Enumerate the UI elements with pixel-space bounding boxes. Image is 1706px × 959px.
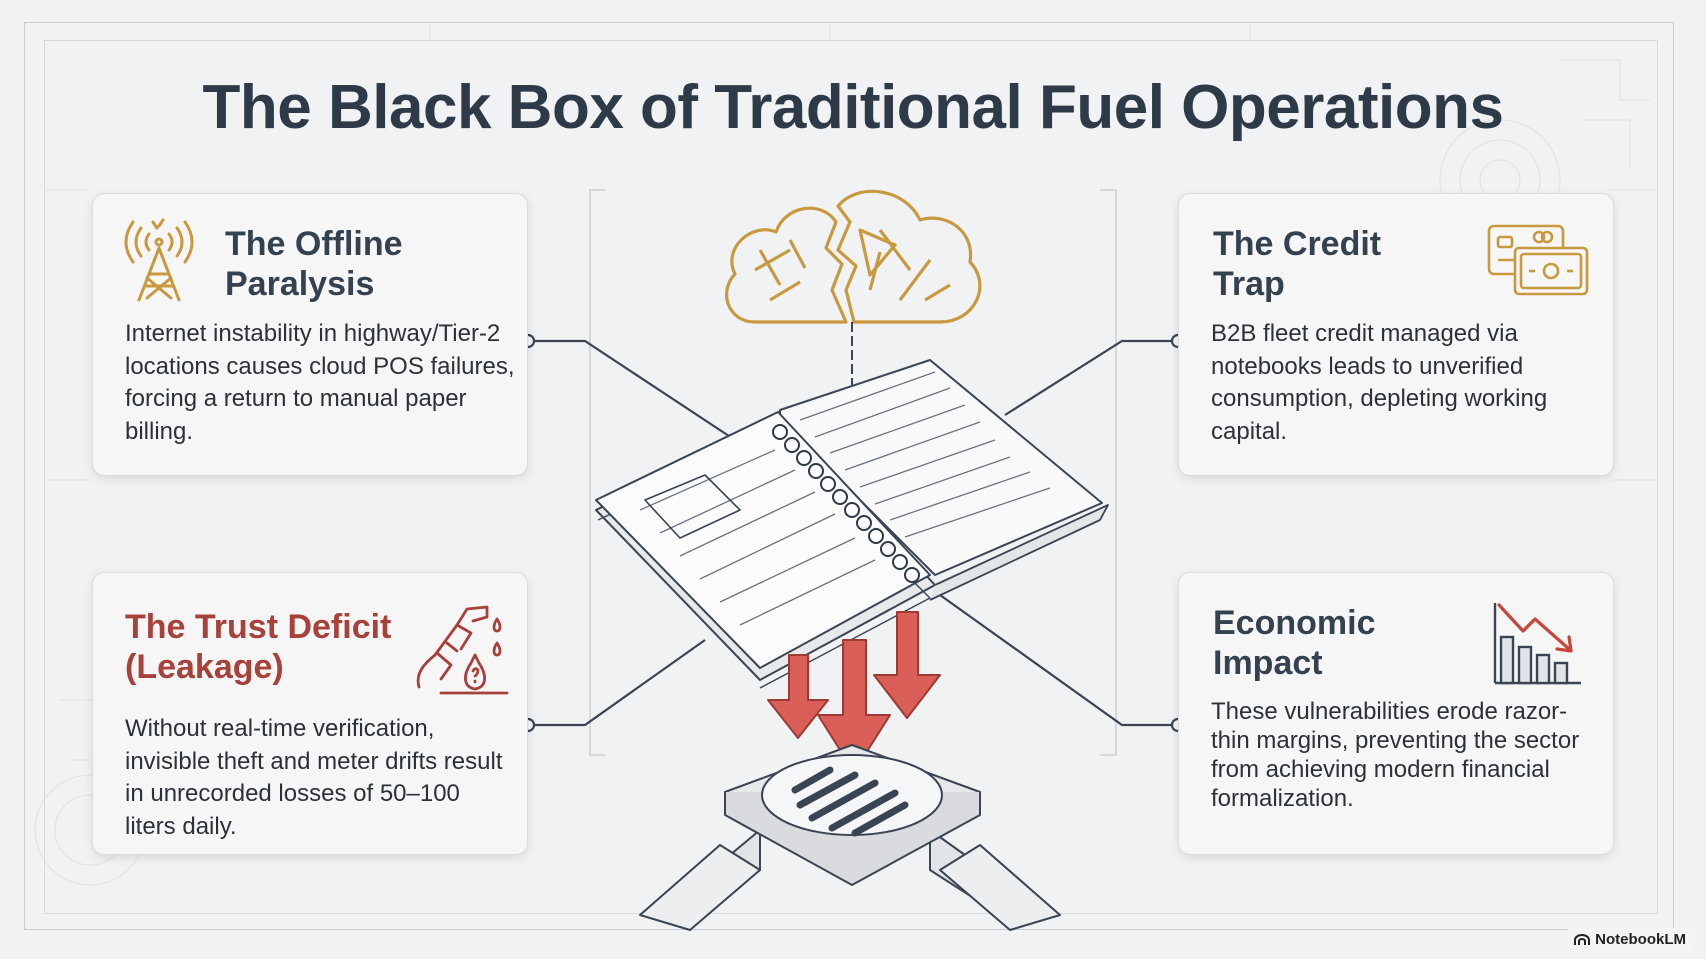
card-title: Economic Impact xyxy=(1213,604,1376,682)
card-economic-impact: Economic Impact These vulnerabilities er… xyxy=(1178,572,1614,855)
paper-notebook-icon xyxy=(595,359,1109,689)
card-title: The Credit Trap xyxy=(1213,225,1382,303)
watermark-text: NotebookLM xyxy=(1595,931,1686,948)
card-body: Internet instability in highway/Tier-2 l… xyxy=(125,320,515,445)
card-body: Without real-time verification, invisibl… xyxy=(125,715,503,840)
credit-card-cash-icon xyxy=(1487,224,1589,296)
broken-cloud-icon xyxy=(725,189,982,324)
page-title: The Black Box of Traditional Fuel Operat… xyxy=(202,73,1504,142)
floor-drain-icon xyxy=(639,744,1061,931)
inner-frame xyxy=(44,40,1658,914)
down-arrow-icon xyxy=(767,611,941,773)
notebooklm-watermark: NotebookLM xyxy=(1568,928,1692,951)
card-body: B2B fleet credit managed via notebooks l… xyxy=(1211,320,1548,445)
cell-tower-icon xyxy=(124,218,194,302)
card-offline-paralysis: The Offline Paralysis Internet instabili… xyxy=(92,193,528,476)
card-title: The Trust Deficit (Leakage) xyxy=(125,608,392,686)
outer-frame xyxy=(24,22,1674,930)
card-title: The Offline Paralysis xyxy=(225,225,403,303)
card-body: These vulnerabilities erode razor-thin m… xyxy=(1211,698,1580,812)
fuel-nozzle-leak-icon xyxy=(416,605,509,695)
notebooklm-logo-icon xyxy=(1574,933,1591,945)
card-trust-deficit: The Trust Deficit (Leakage) Without real… xyxy=(92,572,528,855)
card-credit-trap: The Credit Trap B2B fleet credit managed… xyxy=(1178,193,1614,476)
declining-bar-chart-icon xyxy=(1493,603,1581,685)
